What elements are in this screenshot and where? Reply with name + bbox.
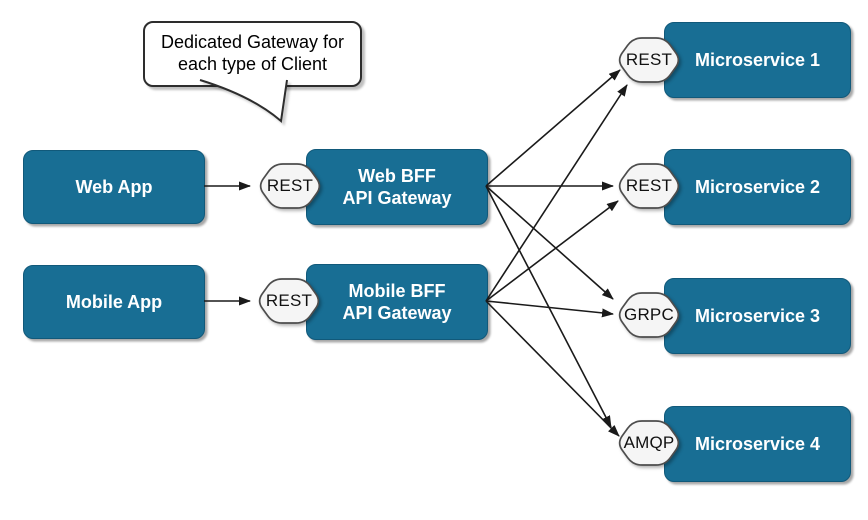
edge-mobile-bff-to-microservice-4 <box>485 300 620 437</box>
mobile-bff-label-line2: API Gateway <box>342 303 452 323</box>
protocol-label-ms1: REST <box>625 50 673 69</box>
mobile-app-label: Mobile App <box>65 291 163 312</box>
callout-text-line1: Dedicated Gateway for <box>160 32 345 53</box>
hexagon-shape <box>618 37 680 83</box>
protocol-badge-microservice-4: AMQP <box>615 417 683 469</box>
protocol-label-rest-mobile: REST <box>265 291 313 310</box>
edge-mobile-bff-to-microservice-2 <box>485 200 619 302</box>
node-microservice-3: Microservice 3 <box>664 278 851 354</box>
node-microservice-2: Microservice 2 <box>664 149 851 225</box>
node-mobile-bff-gateway: Mobile BFF API Gateway <box>306 264 488 340</box>
edge-mobile-bff-to-microservice-3 <box>485 300 614 318</box>
microservice-2-label: Microservice 2 <box>694 176 821 197</box>
web-bff-label-line1: Web BFF <box>358 165 436 186</box>
mobile-bff-label-line1: Mobile BFF <box>348 280 446 301</box>
hexagon-shape <box>618 163 680 209</box>
hexagon-shape <box>618 420 680 466</box>
protocol-badge-web-gateway: REST <box>256 160 324 212</box>
microservice-1-label: Microservice 1 <box>694 49 821 70</box>
protocol-badge-microservice-3: GRPC <box>615 289 683 341</box>
edge-web-bff-to-microservice-4 <box>485 185 612 428</box>
hexagon-shape <box>618 292 680 338</box>
microservice-3-label: Microservice 3 <box>694 305 821 326</box>
node-web-bff-gateway: Web BFF API Gateway <box>306 149 488 225</box>
node-web-app: Web App <box>23 150 205 224</box>
edge-mobile-bff-to-microservice-1 <box>485 84 628 302</box>
node-microservice-4: Microservice 4 <box>664 406 851 482</box>
microservice-4-label: Microservice 4 <box>694 433 821 454</box>
hexagon-shape <box>259 163 321 209</box>
edge-web-bff-to-microservice-3 <box>485 185 614 300</box>
web-app-label: Web App <box>75 176 153 197</box>
web-bff-label-line2: API Gateway <box>342 188 452 208</box>
node-microservice-1: Microservice 1 <box>664 22 851 98</box>
protocol-label-ms3: GRPC <box>624 305 674 324</box>
edge-group <box>204 69 628 437</box>
protocol-badge-mobile-gateway: REST <box>255 275 323 327</box>
callout-bubble: Dedicated Gateway for each type of Clien… <box>143 21 362 87</box>
callout-text-line2: each type of Client <box>177 54 328 74</box>
protocol-badge-microservice-2: REST <box>615 160 683 212</box>
protocol-badge-microservice-1: REST <box>615 34 683 86</box>
protocol-label-ms2: REST <box>625 176 673 195</box>
protocol-label-rest-web: REST <box>266 176 314 195</box>
node-mobile-app: Mobile App <box>23 265 205 339</box>
protocol-label-ms4: AMQP <box>623 433 675 452</box>
edge-web-bff-to-microservice-1 <box>485 69 621 187</box>
hexagon-shape <box>258 278 320 324</box>
